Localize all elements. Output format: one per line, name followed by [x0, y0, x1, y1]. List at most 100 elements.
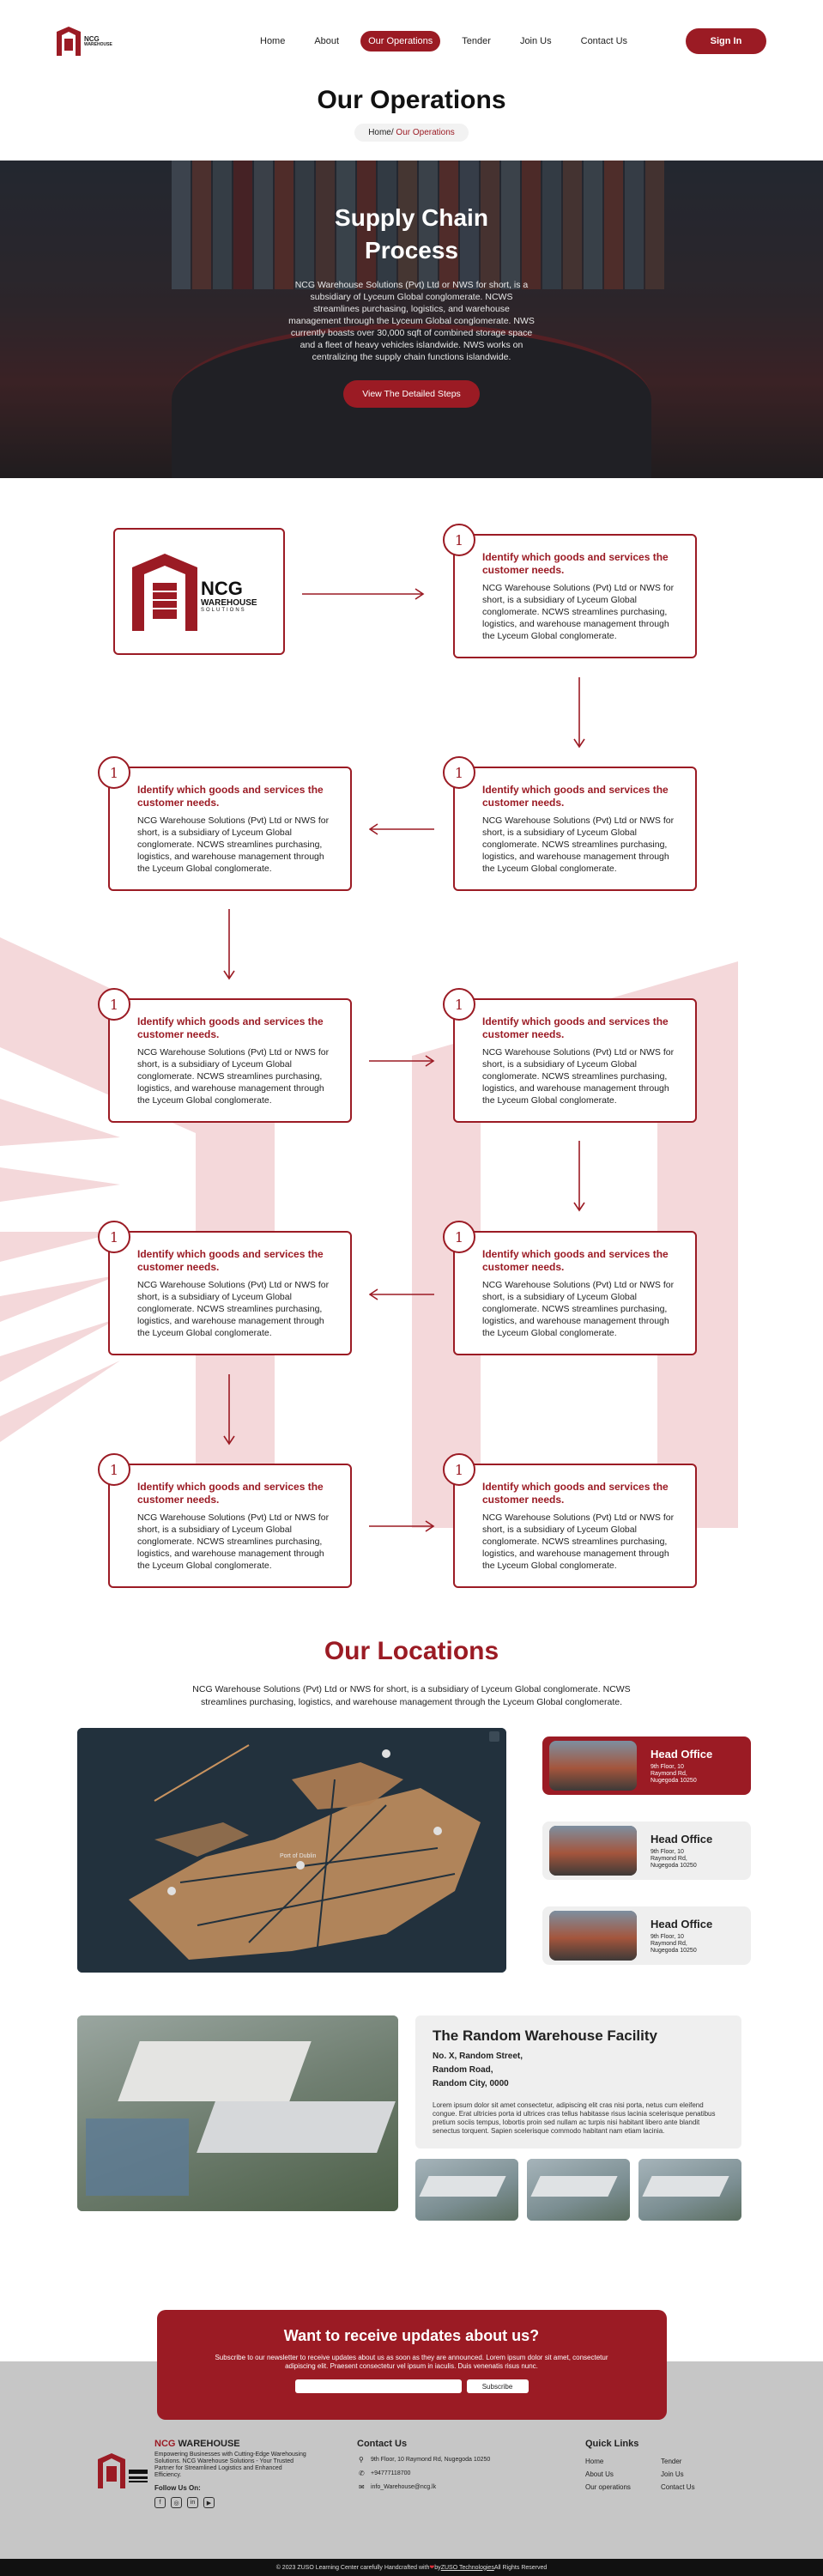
nav-about[interactable]: About — [314, 36, 340, 46]
arrow-down-icon — [223, 1374, 235, 1446]
linkedin-icon[interactable]: in — [187, 2497, 198, 2508]
newsletter-card: Want to receive updates about us? Subscr… — [156, 2310, 667, 2420]
follow-us-label: Follow Us On: — [154, 2484, 201, 2492]
footer-link-home[interactable]: Home — [585, 2458, 604, 2465]
instagram-icon[interactable]: ◎ — [171, 2497, 182, 2508]
social-links: f ◎ in ▶ — [154, 2497, 309, 2508]
page-title: Our Operations — [317, 86, 506, 114]
youtube-icon[interactable]: ▶ — [203, 2497, 215, 2508]
container-stack-image — [172, 161, 664, 289]
footer-contact: Contact Us ⚲9th Floor, 10 Raymond Rd, Nu… — [357, 2439, 529, 2508]
step-number-badge: 1 — [98, 756, 130, 789]
locations-description: NCG Warehouse Solutions (Pvt) Ltd or NWS… — [192, 1684, 631, 1707]
facility-description: Lorem ipsum dolor sit amet consectetur, … — [433, 2101, 716, 2135]
ncg-warehouse-logo-icon — [132, 554, 197, 631]
footer-brand-description: Empowering Businesses with Cutting-Edge … — [154, 2452, 306, 2478]
contact-phone[interactable]: +94777118700 — [371, 2470, 411, 2476]
arrow-right-icon — [369, 1055, 435, 1067]
step-number-badge: 1 — [443, 524, 475, 556]
hero-banner: Supply Chain Process NCG Warehouse Solut… — [0, 161, 823, 478]
office-card[interactable]: Head Office 9th Floor, 10 Raymond Rd, Nu… — [542, 1737, 751, 1795]
facility-aerial-photo — [77, 2015, 398, 2211]
office-address: 9th Floor, 10 Raymond Rd, Nugegoda 10250 — [651, 1848, 697, 1869]
process-flow: NCG WAREHOUSE SOLUTIONS 1 Identify which… — [0, 478, 823, 1637]
nav-home[interactable]: Home — [260, 36, 286, 46]
office-address: 9th Floor, 10 Raymond Rd, Nugegoda 10250 — [651, 1933, 697, 1954]
gallery-thumbnail[interactable] — [638, 2159, 741, 2221]
locations-map[interactable]: Port of Dublin — [77, 1728, 506, 1973]
heart-icon: ❤ — [429, 2565, 435, 2571]
footer-link-our-operations[interactable]: Our operations — [585, 2483, 631, 2491]
footer-link-contact-us[interactable]: Contact Us — [661, 2483, 695, 2491]
process-step: 1 Identify which goods and services the … — [443, 988, 697, 1123]
contact-email[interactable]: info_Warehouse@ncg.lk — [371, 2484, 437, 2490]
nav-contact-us[interactable]: Contact Us — [580, 36, 628, 46]
arrow-down-icon — [573, 1141, 585, 1212]
brand-name: NCG — [84, 34, 100, 43]
breadcrumb-current: Our Operations — [393, 128, 455, 137]
gallery-thumbnail[interactable] — [415, 2159, 518, 2221]
process-step: 1 Identify which goods and services the … — [98, 756, 352, 891]
contact-address: 9th Floor, 10 Raymond Rd, Nugegoda 10250 — [371, 2457, 491, 2463]
process-step: 1 Identify which goods and services the … — [98, 1221, 352, 1355]
view-detailed-steps-button[interactable]: View The Detailed Steps — [343, 380, 480, 408]
step-number-badge: 1 — [98, 1453, 130, 1486]
footer-link-about-us[interactable]: About Us — [585, 2470, 614, 2478]
facility-address: No. X, Random Street, Random Road, Rando… — [433, 2052, 523, 2088]
breadcrumb: Home/ Our Operations — [0, 124, 823, 142]
office-card[interactable]: Head Office 9th Floor, 10 Raymond Rd, Nu… — [542, 1906, 751, 1965]
process-step: 1 Identify which goods and services the … — [443, 1453, 697, 1588]
newsletter-description: Subscribe to our newsletter to receive u… — [215, 2354, 608, 2370]
ncg-logo-icon — [57, 27, 81, 56]
nav-tender[interactable]: Tender — [462, 36, 491, 46]
newsletter-email-input[interactable] — [294, 2379, 462, 2393]
step-title: Identify which goods and services the cu… — [482, 1481, 669, 1506]
footer-link-tender[interactable]: Tender — [661, 2458, 682, 2465]
office-photo — [549, 1741, 637, 1791]
office-card[interactable]: Head Office 9th Floor, 10 Raymond Rd, Nu… — [542, 1821, 751, 1880]
sign-in-button[interactable]: Sign In — [686, 28, 766, 54]
step-title: Identify which goods and services the cu… — [137, 1015, 324, 1040]
facility-gallery — [415, 2159, 741, 2221]
step-description: NCG Warehouse Solutions (Pvt) Ltd or NWS… — [482, 815, 675, 874]
step-number-badge: 1 — [98, 988, 130, 1021]
locations-title: Our Locations — [324, 1637, 499, 1665]
arrow-down-icon — [573, 677, 585, 749]
step-description: NCG Warehouse Solutions (Pvt) Ltd or NWS… — [137, 1047, 330, 1106]
map-graphic — [77, 1728, 506, 1973]
step-description: NCG Warehouse Solutions (Pvt) Ltd or NWS… — [482, 1047, 675, 1106]
step-title: Identify which goods and services the cu… — [482, 1248, 669, 1273]
process-step: 1 Identify which goods and services the … — [443, 524, 697, 658]
step-title: Identify which goods and services the cu… — [137, 1248, 324, 1273]
office-name: Head Office — [651, 1832, 713, 1846]
facility-info-card: The Random Warehouse Facility No. X, Ran… — [415, 2015, 741, 2149]
email-icon: ✉ — [359, 2483, 365, 2491]
newsletter-title: Want to receive updates about us? — [283, 2327, 540, 2344]
location-icon: ⚲ — [359, 2456, 364, 2464]
facility-title: The Random Warehouse Facility — [433, 2027, 657, 2044]
facebook-icon[interactable]: f — [154, 2497, 166, 2508]
company-link[interactable]: ZUSO Technologies — [440, 2564, 494, 2571]
footer-link-join-us[interactable]: Join Us — [661, 2470, 684, 2478]
step-description: NCG Warehouse Solutions (Pvt) Ltd or NWS… — [482, 1280, 675, 1338]
breadcrumb-home[interactable]: Home — [368, 128, 391, 137]
brand-logo[interactable]: NCG WAREHOUSE — [57, 27, 120, 56]
newsletter-form: Subscribe — [157, 2379, 667, 2393]
nav-join-us[interactable]: Join Us — [519, 36, 552, 46]
main-nav: Home About Our Operations Tender Join Us… — [252, 31, 649, 52]
hero-title: Supply Chain Process — [335, 204, 488, 264]
logo-card-name: NCG — [201, 578, 243, 599]
office-name: Head Office — [651, 1917, 713, 1930]
step-title: Identify which goods and services the cu… — [137, 1481, 324, 1506]
footer-logo-icon — [98, 2453, 148, 2488]
gallery-thumbnail[interactable] — [527, 2159, 630, 2221]
map-label: Port of Dublin — [280, 1853, 317, 1859]
hero-description: NCG Warehouse Solutions (Pvt) Ltd or NWS… — [288, 280, 535, 362]
quick-links-heading: Quick Links — [585, 2439, 639, 2449]
arrow-left-icon — [369, 823, 434, 835]
nav-our-operations[interactable]: Our Operations — [360, 31, 441, 52]
subscribe-button[interactable]: Subscribe — [466, 2379, 529, 2393]
copyright-bar: © 2023 ZUSO Learning Center carefully Ha… — [0, 2559, 823, 2576]
site-header: NCG WAREHOUSE Home About Our Operations … — [0, 0, 823, 82]
arrow-left-icon — [369, 1288, 434, 1300]
